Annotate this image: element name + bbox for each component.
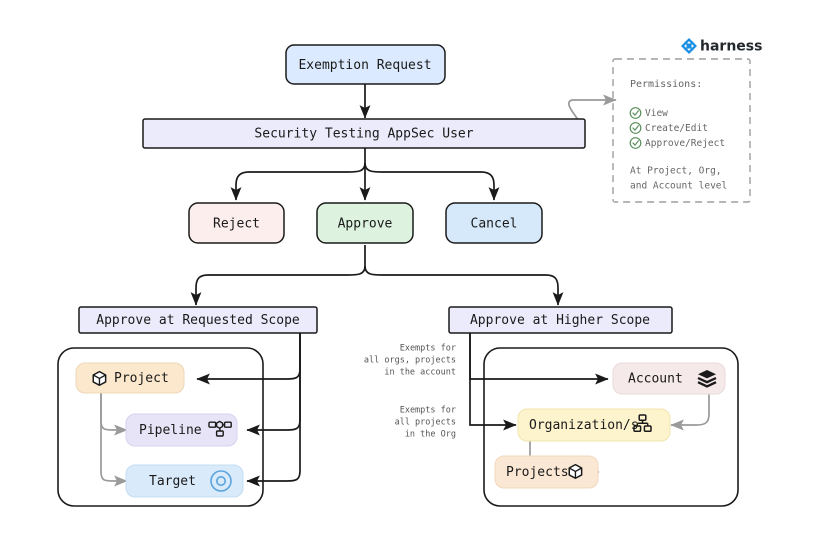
- svg-text:Exempts for: Exempts for: [400, 344, 456, 354]
- requested-scope-container: [57, 347, 264, 507]
- permission-item-view: View: [629, 107, 668, 119]
- edge-scope-to-pipeline: [246, 333, 301, 436]
- svg-text:in the Org: in the Org: [405, 430, 456, 440]
- check-circle-icon: [629, 122, 642, 134]
- harness-diamond-icon: [681, 38, 697, 54]
- node-reject[interactable]: Reject: [188, 202, 285, 244]
- node-project[interactable]: Project: [75, 362, 185, 394]
- node-reject-label: Reject: [213, 217, 260, 232]
- node-target-label: Target: [149, 474, 196, 489]
- permissions-heading: Permissions:: [630, 79, 702, 90]
- permission-item-approve-reject: Approve/Reject: [629, 137, 725, 149]
- layers-icon: [697, 370, 717, 388]
- edge-project-to-target: [100, 393, 128, 487]
- higher-scope-container: [483, 347, 739, 507]
- node-account-label: Account: [628, 372, 683, 387]
- target-circle-icon: [210, 470, 232, 492]
- svg-text:in the account: in the account: [384, 368, 456, 378]
- permissions-footer-line-2: and Account level: [630, 181, 727, 192]
- node-appsec-user[interactable]: Security Testing AppSec User: [142, 118, 586, 149]
- edge-user-to-cancel: [364, 162, 500, 201]
- edge-scope-to-account: [469, 333, 609, 385]
- node-project-label: Project: [114, 371, 169, 386]
- edge-scope-to-organizations: [469, 333, 517, 431]
- node-organizations-label: Organization/s: [529, 418, 639, 433]
- node-exemption-request[interactable]: Exemption Request: [285, 44, 446, 85]
- pipeline-nodes-icon: [208, 420, 232, 437]
- svg-text:Exempts for: Exempts for: [400, 406, 456, 416]
- org-chart-icon: [633, 414, 652, 432]
- node-account[interactable]: Account: [612, 362, 726, 395]
- edge-account-to-organizations: [670, 394, 710, 431]
- permissions-footer-line-1: At Project, Org,: [630, 166, 722, 177]
- edge-scope-to-target: [246, 333, 301, 487]
- permissions-panel: Permissions: View Create/Edit: [612, 58, 751, 203]
- check-circle-icon: [629, 107, 642, 119]
- brand-name: harness: [700, 39, 762, 55]
- permissions-panel-border: [612, 58, 751, 203]
- cube-icon: [568, 463, 583, 480]
- permission-item-label: Create/Edit: [645, 123, 708, 134]
- node-approve[interactable]: Approve: [316, 202, 414, 244]
- node-appsec-user-label: Security Testing AppSec User: [254, 127, 473, 142]
- node-approve-label: Approve: [338, 217, 393, 232]
- node-higher-scope-label: Approve at Higher Scope: [470, 313, 650, 328]
- permission-item-label: View: [645, 108, 668, 119]
- node-requested-scope[interactable]: Approve at Requested Scope: [78, 306, 318, 334]
- annotation-org-exempt: Exempts for all projects in the Org: [395, 406, 456, 440]
- permission-item-label: Approve/Reject: [645, 138, 725, 149]
- svg-text:all projects: all projects: [395, 418, 456, 428]
- edge-scope-to-project: [196, 333, 301, 385]
- edge-approve-to-requested-scope: [190, 265, 366, 306]
- cube-icon: [92, 370, 107, 387]
- node-cancel-label: Cancel: [471, 217, 518, 232]
- node-higher-scope[interactable]: Approve at Higher Scope: [448, 306, 673, 334]
- edge-approve-to-higher-scope: [364, 265, 564, 306]
- edge-project-to-pipeline: [100, 393, 128, 436]
- annotation-account-exempt: Exempts for all orgs, projects in the ac…: [364, 344, 456, 378]
- svg-text:all orgs, projects: all orgs, projects: [364, 356, 456, 366]
- node-pipeline-label: Pipeline: [139, 423, 202, 438]
- node-projects-label: Projects: [506, 465, 569, 480]
- node-target[interactable]: Target: [125, 464, 244, 498]
- permission-item-create-edit: Create/Edit: [629, 122, 708, 134]
- brand-logo: harness: [681, 38, 762, 55]
- node-pipeline[interactable]: Pipeline: [125, 413, 238, 447]
- node-projects[interactable]: Projects: [494, 455, 599, 489]
- node-requested-scope-label: Approve at Requested Scope: [96, 313, 300, 328]
- check-circle-icon: [629, 137, 642, 149]
- node-exemption-request-label: Exemption Request: [298, 58, 431, 73]
- node-organizations[interactable]: Organization/s: [517, 408, 671, 442]
- node-cancel[interactable]: Cancel: [445, 202, 543, 244]
- edge-user-to-reject: [230, 162, 366, 201]
